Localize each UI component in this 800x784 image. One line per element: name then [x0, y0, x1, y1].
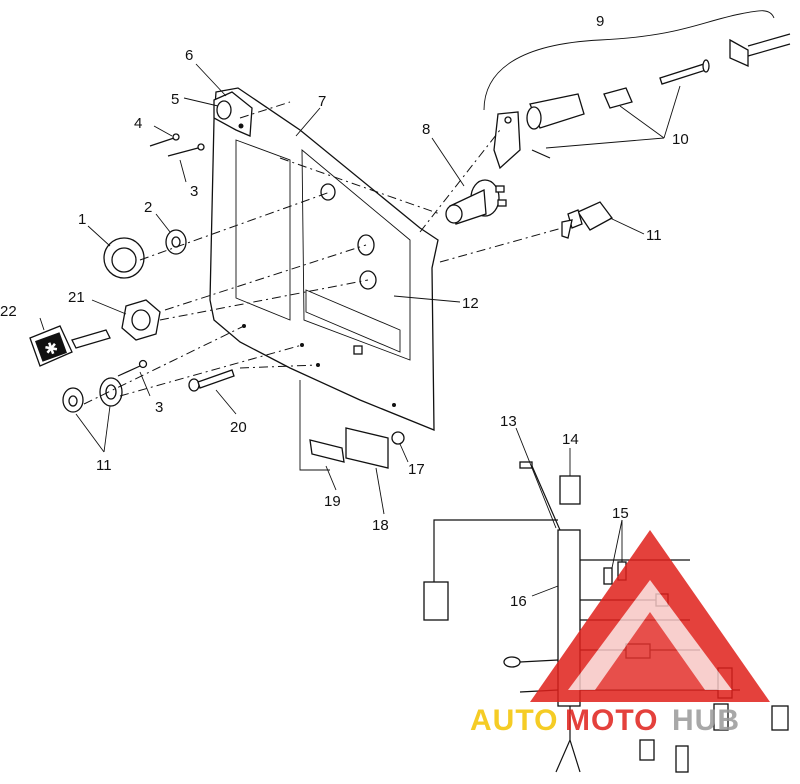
callout-labels: 1 2 3 3 4 5 6 7 8 9 10 11 11 12 13 14 15… — [0, 13, 689, 610]
hex-nut — [121, 299, 161, 341]
callout-14: 14 — [562, 431, 579, 448]
callout-7: 7 — [318, 93, 326, 110]
screw-parts — [117, 133, 205, 377]
mount-bracket — [213, 91, 253, 137]
callout-11a: 11 — [96, 457, 112, 474]
callout-5: 5 — [171, 91, 179, 108]
callout-12: 12 — [462, 295, 479, 312]
ignition-switch — [445, 179, 507, 225]
callout-18: 18 — [372, 517, 389, 534]
switch-nut-and-bezel — [62, 377, 123, 413]
callout-21: 21 — [68, 289, 85, 306]
ignition-key: ✱ — [29, 325, 111, 367]
callout-10: 10 — [672, 131, 689, 148]
watermark-text-auto: AUTO — [470, 704, 558, 737]
callout-1: 1 — [78, 211, 86, 228]
callout-20: 20 — [230, 419, 247, 436]
callout-2: 2 — [144, 199, 152, 216]
toggle-switch — [561, 201, 613, 239]
watermark-text-moto: MOTO — [565, 704, 658, 737]
callout-3b: 3 — [155, 399, 163, 416]
callout-22: 22 — [0, 303, 17, 320]
callout-4: 4 — [134, 115, 142, 132]
callout-9: 9 — [596, 13, 604, 30]
callout-16: 16 — [510, 593, 527, 610]
lower-bracket-parts — [299, 380, 405, 471]
bolt — [188, 369, 235, 392]
callout-6: 6 — [185, 47, 193, 64]
svg-text:✱: ✱ — [42, 339, 60, 360]
callout-19: 19 — [324, 493, 341, 510]
watermark-logo: AUTO MOTO HUB — [470, 530, 770, 737]
switch-assembly — [493, 33, 791, 170]
nut-and-washer — [103, 229, 187, 279]
alignment-lines — [83, 101, 563, 405]
callout-11b: 11 — [646, 227, 662, 244]
callout-15: 15 — [612, 505, 629, 522]
leader-lines — [39, 10, 775, 597]
watermark-text-hub: HUB — [672, 704, 740, 737]
watermark-triangle-icon — [530, 530, 770, 702]
callout-8: 8 — [422, 121, 430, 138]
callout-17: 17 — [408, 461, 425, 478]
callout-13: 13 — [500, 413, 517, 430]
callout-3a: 3 — [190, 183, 198, 200]
